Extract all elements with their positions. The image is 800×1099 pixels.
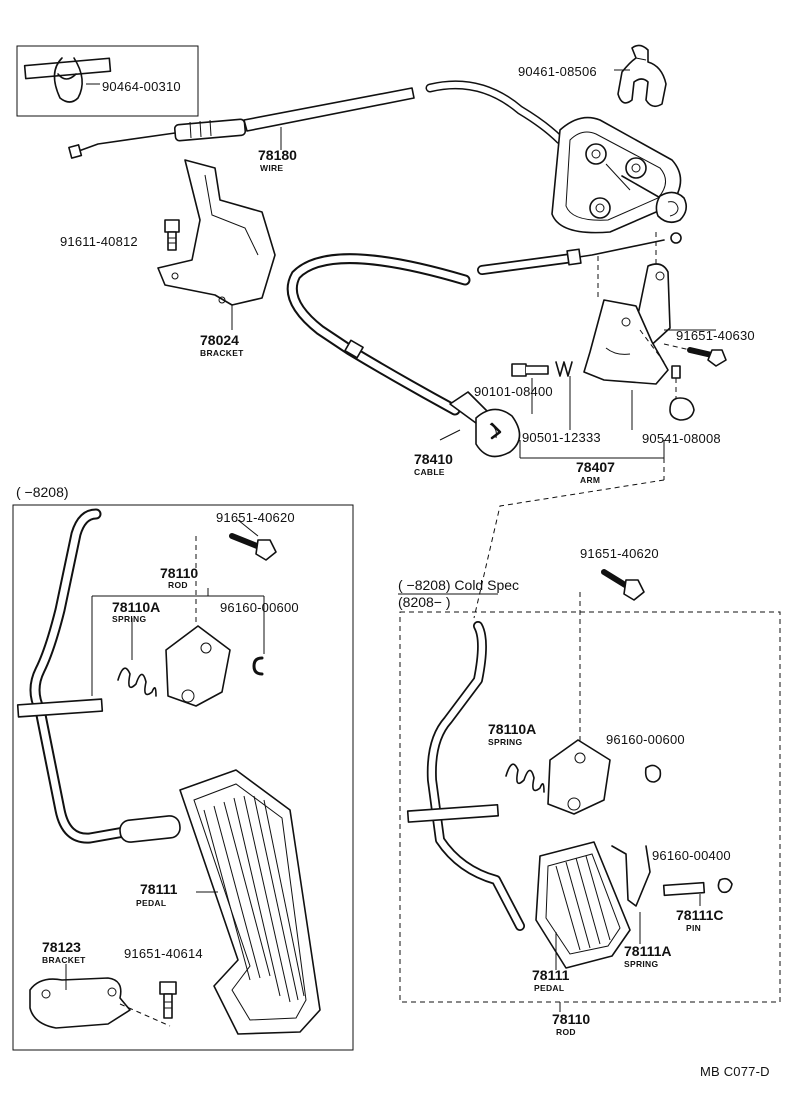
- label-right-78111C: 78111C: [676, 907, 724, 923]
- left-panel-header: ( −8208): [16, 484, 69, 500]
- arm-78407: [583, 232, 671, 385]
- label-91611: 91611-40812: [60, 234, 138, 249]
- label-right-96160-00400: 96160-00400: [652, 848, 731, 863]
- label-left-spring: SPRING: [112, 614, 146, 624]
- label-right-pedal: PEDAL: [534, 983, 564, 993]
- throttle-link-bracket: [551, 116, 688, 234]
- small-hardware: [511, 361, 695, 421]
- left-bolt-icon: [229, 533, 277, 561]
- throttle-cable-upper: [425, 80, 565, 145]
- clip-inset: [16, 45, 199, 117]
- right-panel-header-2: (8208− ): [398, 594, 451, 610]
- label-left-78111: 78111: [140, 881, 178, 897]
- label-90101: 90101-08400: [474, 384, 553, 399]
- left-bracket-78123: [29, 964, 171, 1029]
- label-90541: 90541-08008: [642, 431, 721, 446]
- label-right-96160-00600: 96160-00600: [606, 732, 685, 747]
- leader-lines-top: [439, 69, 716, 619]
- label-left-96160-00600: 96160-00600: [220, 600, 299, 615]
- label-bracket: BRACKET: [200, 348, 244, 358]
- label-90464: 90464-00310: [102, 79, 181, 94]
- right-pedal: [535, 841, 631, 969]
- label-left-pedal: PEDAL: [136, 898, 166, 908]
- label-78410: 78410: [414, 451, 453, 467]
- label-right-spring2: SPRING: [624, 959, 658, 969]
- label-left-78123: 78123: [42, 939, 81, 955]
- label-78180: 78180: [258, 147, 297, 163]
- right-panel-header-1: ( −8208) Cold Spec: [398, 577, 519, 593]
- left-bolt-40614-icon: [159, 981, 177, 1019]
- part-number-labels: 90464-00310 90461-08506 78180 WIRE 91611…: [16, 64, 770, 1079]
- bolt-91651-40630: [663, 343, 727, 367]
- left-panel: [12, 504, 354, 1051]
- label-left-78110A: 78110A: [112, 599, 160, 615]
- label-right-pin: PIN: [686, 923, 701, 933]
- label-right-spring: SPRING: [488, 737, 522, 747]
- label-right-rod: ROD: [556, 1027, 576, 1037]
- bolt-91611: [164, 219, 180, 251]
- choke-wire: [477, 232, 682, 275]
- label-left-bracket: BRACKET: [42, 955, 86, 965]
- label-right-78111A: 78111A: [624, 943, 672, 959]
- label-left-91651-40620: 91651-40620: [216, 510, 295, 525]
- wire-78180: [68, 87, 415, 159]
- label-arm: ARM: [580, 475, 600, 485]
- label-90501: 90501-12333: [522, 430, 601, 445]
- right-bolt-icon: [601, 569, 645, 601]
- label-90461: 90461-08506: [518, 64, 597, 79]
- label-left-78110: 78110: [160, 565, 198, 581]
- label-78407: 78407: [576, 459, 615, 475]
- label-left-91651-40614: 91651-40614: [124, 946, 203, 961]
- figure-code: MB C077-D: [700, 1064, 770, 1079]
- cable-78410: [286, 253, 521, 458]
- label-91651-40630: 91651-40630: [676, 328, 755, 343]
- label-left-rod: ROD: [168, 580, 188, 590]
- label-right-78110A: 78110A: [488, 721, 536, 737]
- bracket-78024: [157, 159, 276, 330]
- label-cable: CABLE: [414, 467, 445, 477]
- label-right-78111: 78111: [532, 967, 570, 983]
- right-panel: [398, 569, 781, 1012]
- label-right-78110: 78110: [552, 1011, 590, 1027]
- clip-90461: [617, 44, 667, 108]
- label-wire: WIRE: [260, 163, 283, 173]
- label-right-91651-40620: 91651-40620: [580, 546, 659, 561]
- left-pedal: [179, 769, 321, 1035]
- label-78024: 78024: [200, 332, 239, 348]
